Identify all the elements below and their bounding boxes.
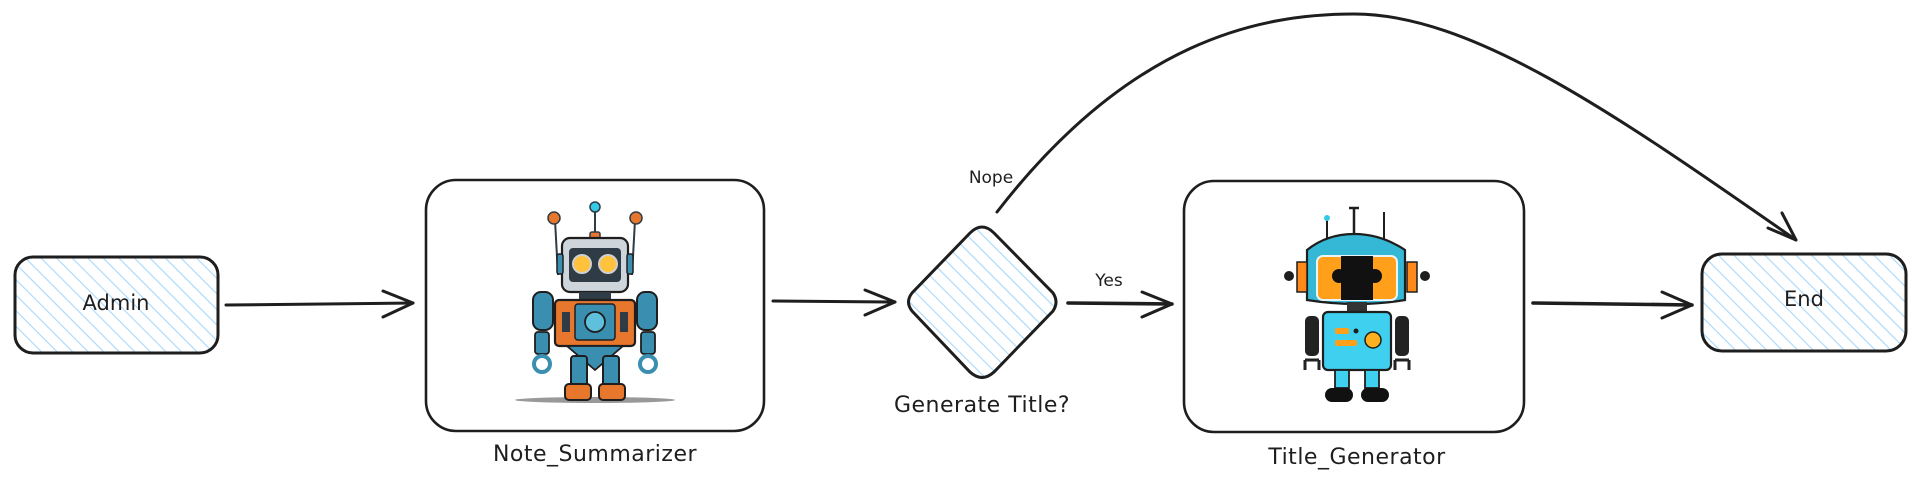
node-admin[interactable] bbox=[13, 255, 220, 355]
robot-orange-teal-icon bbox=[515, 201, 675, 403]
node-admin-label: Admin bbox=[82, 291, 150, 315]
robot-cyan-icon bbox=[1284, 206, 1430, 402]
node-end-label: End bbox=[1784, 287, 1824, 311]
edge-note-summarizer-to-decision[interactable] bbox=[771, 288, 897, 317]
edge-decision-to-end-nope[interactable] bbox=[995, 12, 1798, 242]
node-decision-label: Generate Title? bbox=[893, 393, 1071, 418]
node-note-summarizer-label: Note_Summarizer bbox=[492, 442, 698, 467]
node-decision-generate-title[interactable] bbox=[907, 225, 1058, 379]
edge-admin-to-note-summarizer[interactable] bbox=[224, 289, 415, 319]
edge-yes-label: Yes bbox=[1095, 271, 1123, 291]
node-title-generator-label: Title_Generator bbox=[1268, 445, 1446, 470]
edge-nope-label: Nope bbox=[968, 168, 1014, 188]
edge-decision-to-title-generator-yes[interactable] bbox=[1066, 290, 1174, 319]
edge-title-generator-to-end[interactable] bbox=[1531, 290, 1694, 320]
node-end[interactable] bbox=[1700, 252, 1908, 353]
